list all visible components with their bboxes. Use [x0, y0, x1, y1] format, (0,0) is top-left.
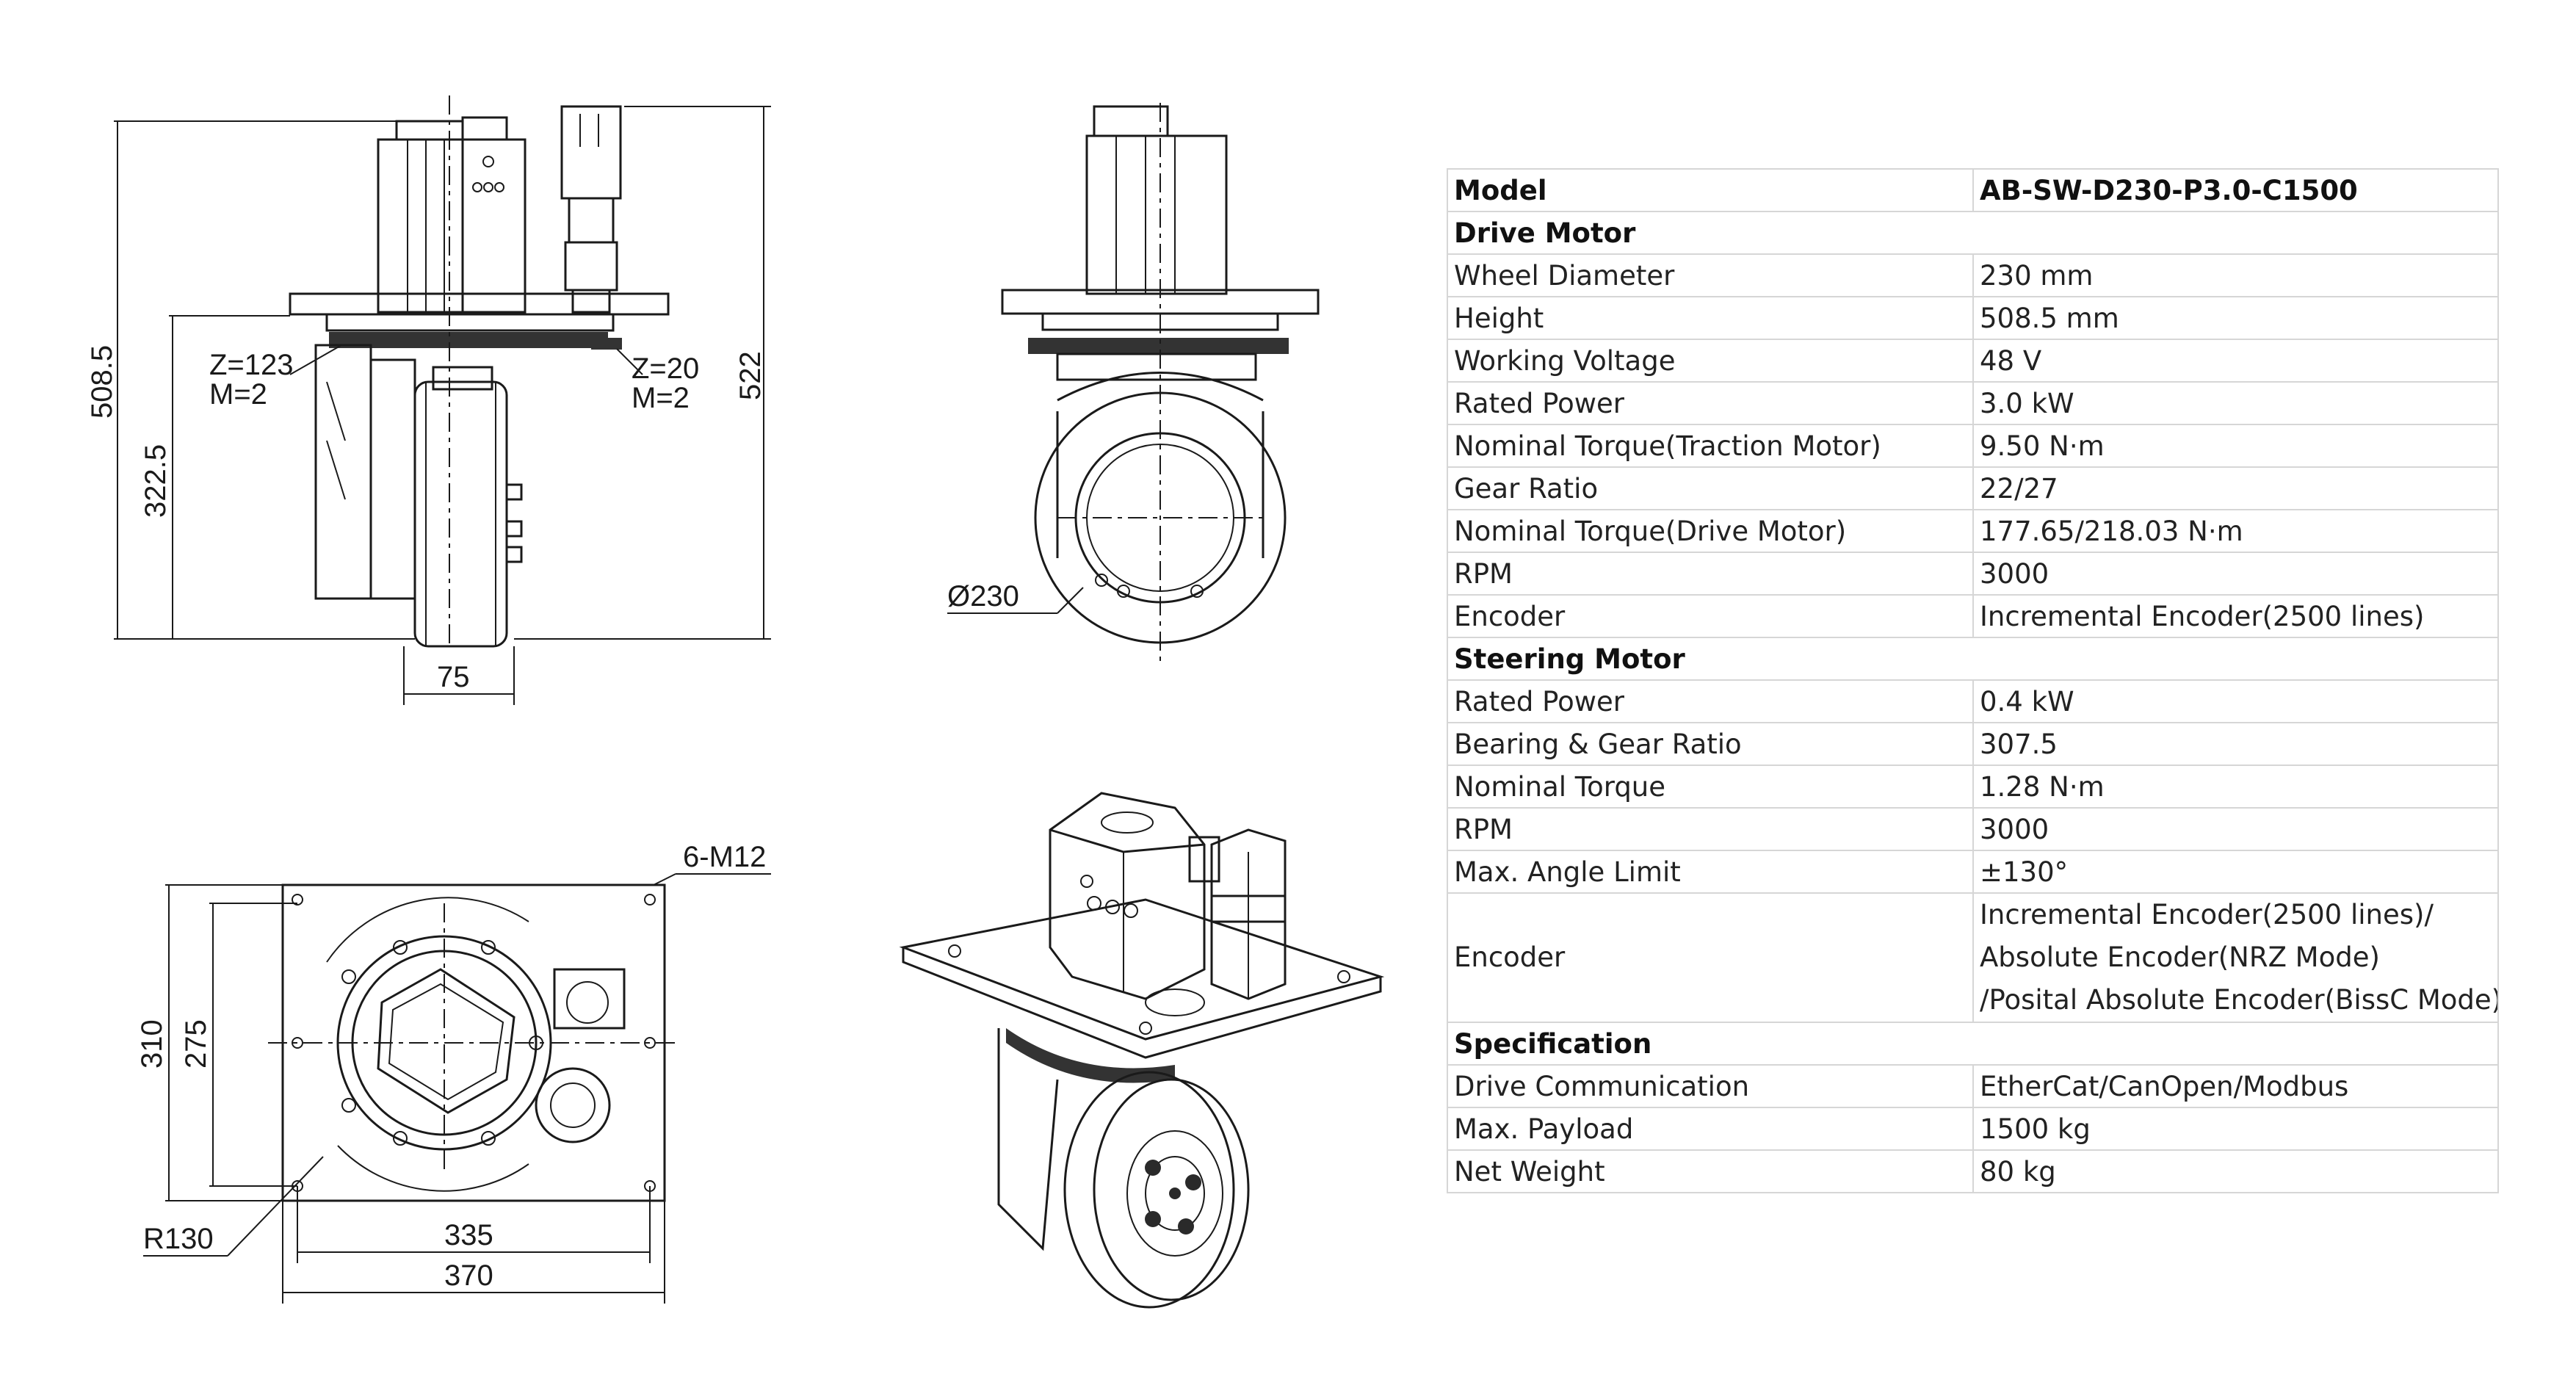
front-diameter-dim: Ø230	[947, 580, 1019, 612]
top-view-drawing: 6-M12 310 275 335 370 R130	[136, 841, 771, 1304]
row-value: 80 kg	[1972, 1149, 2499, 1193]
row-label: Encoder	[1447, 892, 1974, 1023]
side-width-dim: 75	[437, 661, 470, 693]
row-value: 22/27	[1972, 466, 2499, 510]
row-value: ±130°	[1972, 850, 2499, 894]
drive-motor-heading: Drive Motor	[1447, 211, 2499, 255]
gear-right-module: M=2	[632, 382, 690, 414]
row-label: Wheel Diameter	[1447, 253, 1974, 297]
section-steering-motor: Steering Motor	[1447, 637, 2499, 681]
row-label: Nominal Torque(Traction Motor)	[1447, 424, 1974, 468]
row-label: Rated Power	[1447, 381, 1974, 425]
row-label: Gear Ratio	[1447, 466, 1974, 510]
top-bolt-label: 6-M12	[683, 841, 766, 873]
table-row: Nominal Torque(Drive Motor)177.65/218.03…	[1447, 509, 2499, 553]
row-label: RPM	[1447, 807, 1974, 851]
section-specification: Specification	[1447, 1022, 2499, 1066]
row-label: Drive Communication	[1447, 1064, 1974, 1108]
table-row: Max. Angle Limit±130°	[1447, 850, 2499, 894]
model-label: Model	[1447, 168, 1974, 212]
side-view-drawing: 508.5 322.5 522 75 Z=123 M=2 Z=20 M=2	[86, 95, 771, 705]
row-label: RPM	[1447, 552, 1974, 596]
specification-heading: Specification	[1447, 1022, 2499, 1066]
table-row-model: Model AB-SW-D230-P3.0-C1500	[1447, 168, 2499, 212]
isometric-view-drawing	[899, 792, 1385, 1309]
technical-drawings: 508.5 322.5 522 75 Z=123 M=2 Z=20 M=2 Ø2…	[86, 95, 1385, 1309]
row-value: 230 mm	[1972, 253, 2499, 297]
gear-right-teeth: Z=20	[632, 353, 699, 385]
row-value: EtherCat/CanOpen/Modbus	[1972, 1064, 2499, 1108]
side-height-dim: 508.5	[86, 345, 118, 419]
row-label: Net Weight	[1447, 1149, 1974, 1193]
top-inner-width-dim: 335	[444, 1219, 493, 1251]
top-inner-height-dim: 275	[180, 1019, 212, 1069]
row-label: Nominal Torque	[1447, 765, 1974, 809]
steering-motor-heading: Steering Motor	[1447, 637, 2499, 681]
encoder-line: /Posital Absolute Encoder(BissC Mode)	[1980, 984, 2498, 1016]
row-label: Rated Power	[1447, 679, 1974, 723]
row-value: 1.28 N·m	[1972, 765, 2499, 809]
spec-table: Model AB-SW-D230-P3.0-C1500 Drive Motor …	[1447, 168, 2499, 1193]
row-value: Incremental Encoder(2500 lines)	[1972, 594, 2499, 638]
table-row: Nominal Torque(Traction Motor)9.50 N·m	[1447, 424, 2499, 468]
row-value: 3.0 kW	[1972, 381, 2499, 425]
model-value: AB-SW-D230-P3.0-C1500	[1972, 168, 2499, 212]
encoder-line: Absolute Encoder(NRZ Mode)	[1980, 941, 2380, 973]
row-value: 9.50 N·m	[1972, 424, 2499, 468]
encoder-line: Incremental Encoder(2500 lines)/	[1980, 899, 2434, 930]
row-value: 0.4 kW	[1972, 679, 2499, 723]
top-outer-width-dim: 370	[444, 1259, 493, 1292]
row-value: 177.65/218.03 N·m	[1972, 509, 2499, 553]
section-drive-motor: Drive Motor	[1447, 211, 2499, 255]
row-value: 3000	[1972, 807, 2499, 851]
gear-left-module: M=2	[209, 378, 267, 411]
row-label: Working Voltage	[1447, 339, 1974, 383]
top-radius-dim: R130	[143, 1223, 214, 1255]
row-label: Encoder	[1447, 594, 1974, 638]
front-view-drawing: Ø230	[947, 103, 1320, 661]
row-label: Height	[1447, 296, 1974, 340]
row-value: 1500 kg	[1972, 1107, 2499, 1151]
row-value: 48 V	[1972, 339, 2499, 383]
row-value: 508.5 mm	[1972, 296, 2499, 340]
top-outer-height-dim: 310	[136, 1019, 168, 1069]
side-overall-height-dim: 522	[734, 351, 767, 400]
row-value: 3000	[1972, 552, 2499, 596]
row-value-encoder: Incremental Encoder(2500 lines)/ Absolut…	[1972, 892, 2499, 1023]
table-row-encoder: Encoder Incremental Encoder(2500 lines)/…	[1447, 892, 2499, 1023]
gear-left-teeth: Z=123	[209, 349, 294, 381]
row-label: Bearing & Gear Ratio	[1447, 722, 1974, 766]
row-label: Max. Angle Limit	[1447, 850, 1974, 894]
row-label: Max. Payload	[1447, 1107, 1974, 1151]
row-value: 307.5	[1972, 722, 2499, 766]
row-label: Nominal Torque(Drive Motor)	[1447, 509, 1974, 553]
side-mid-height-dim: 322.5	[140, 444, 172, 518]
